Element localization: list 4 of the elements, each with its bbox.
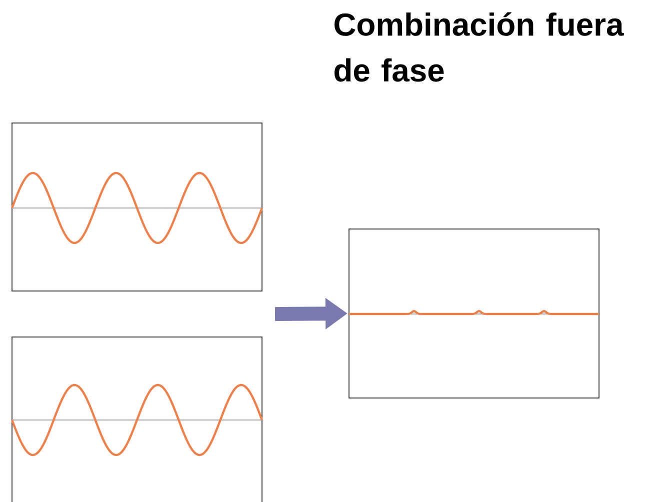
wave-plot-box (348, 228, 600, 398)
title: Combinación fuera de fase (334, 12, 624, 82)
wave-plot-box (10, 122, 264, 292)
wave-plot-box (10, 336, 264, 502)
